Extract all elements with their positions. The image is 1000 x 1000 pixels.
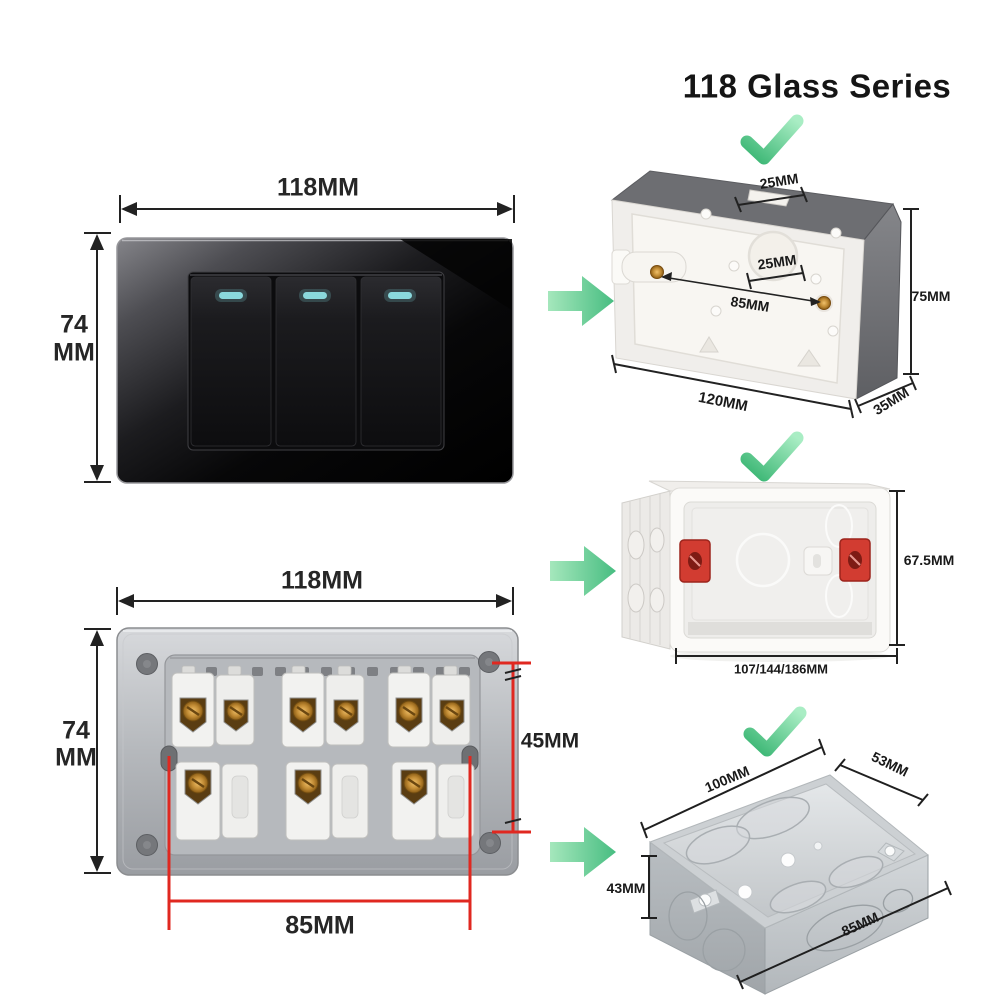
mount-screw — [817, 296, 831, 310]
socket-mount-span-label: 85MM — [285, 911, 355, 940]
switch-panel-figure — [84, 195, 515, 484]
flush-box-width-label: 107/144/186MM — [734, 661, 828, 677]
mount-screw — [650, 265, 664, 279]
socket-screw-span-label: 45MM — [520, 729, 580, 753]
switch-height-label-line2: MM — [53, 338, 95, 367]
switch-module — [187, 271, 445, 451]
indicator-light-1 — [219, 292, 243, 299]
socket-width-dimension — [116, 587, 514, 615]
indicator-light-2 — [303, 292, 327, 299]
socket-height-label-line1: 74 — [62, 716, 90, 745]
checkmark-icon — [743, 706, 807, 757]
socket-screw-span-dimension — [492, 661, 531, 834]
switch-rocker-1 — [190, 276, 272, 447]
right-arrow-icon — [550, 827, 616, 877]
flush-box-figure — [621, 480, 905, 664]
red-clamp — [839, 538, 871, 582]
flush-box-height-label: 67.5MM — [903, 552, 955, 568]
page-title: 118 Glass Series — [682, 67, 952, 105]
metal-box-dimensions — [640, 738, 952, 990]
switch-height-label-line1: 74 — [60, 310, 88, 339]
surface-box-height-label: 75MM — [911, 288, 951, 304]
corner-screw-holes — [136, 651, 501, 856]
switch-width-label: 118MM — [277, 173, 359, 202]
socket-height-label-line2: MM — [55, 743, 97, 772]
surface-box-figure — [610, 170, 919, 419]
switch-width-dimension — [119, 195, 515, 223]
metal-box-figure — [640, 738, 952, 995]
flush-box-dimensions — [675, 490, 905, 664]
switch-rocker-3 — [360, 276, 442, 447]
socket-height-dimension — [84, 628, 111, 874]
switch-height-dimension — [84, 232, 111, 483]
red-clamp — [679, 539, 711, 583]
metal-box-height-label: 43MM — [606, 880, 646, 896]
surface-box-dimensions — [611, 186, 919, 419]
right-arrow-icon — [550, 546, 616, 596]
checkmark-icon — [740, 431, 804, 482]
socket-panel-figure — [84, 587, 531, 930]
socket-mount-span-dimension — [167, 756, 472, 930]
indicator-light-3 — [388, 292, 412, 299]
checkmark-icon — [740, 114, 804, 165]
switch-rocker-2 — [275, 276, 357, 447]
socket-width-label: 118MM — [281, 566, 363, 595]
right-arrow-icon — [548, 276, 614, 326]
